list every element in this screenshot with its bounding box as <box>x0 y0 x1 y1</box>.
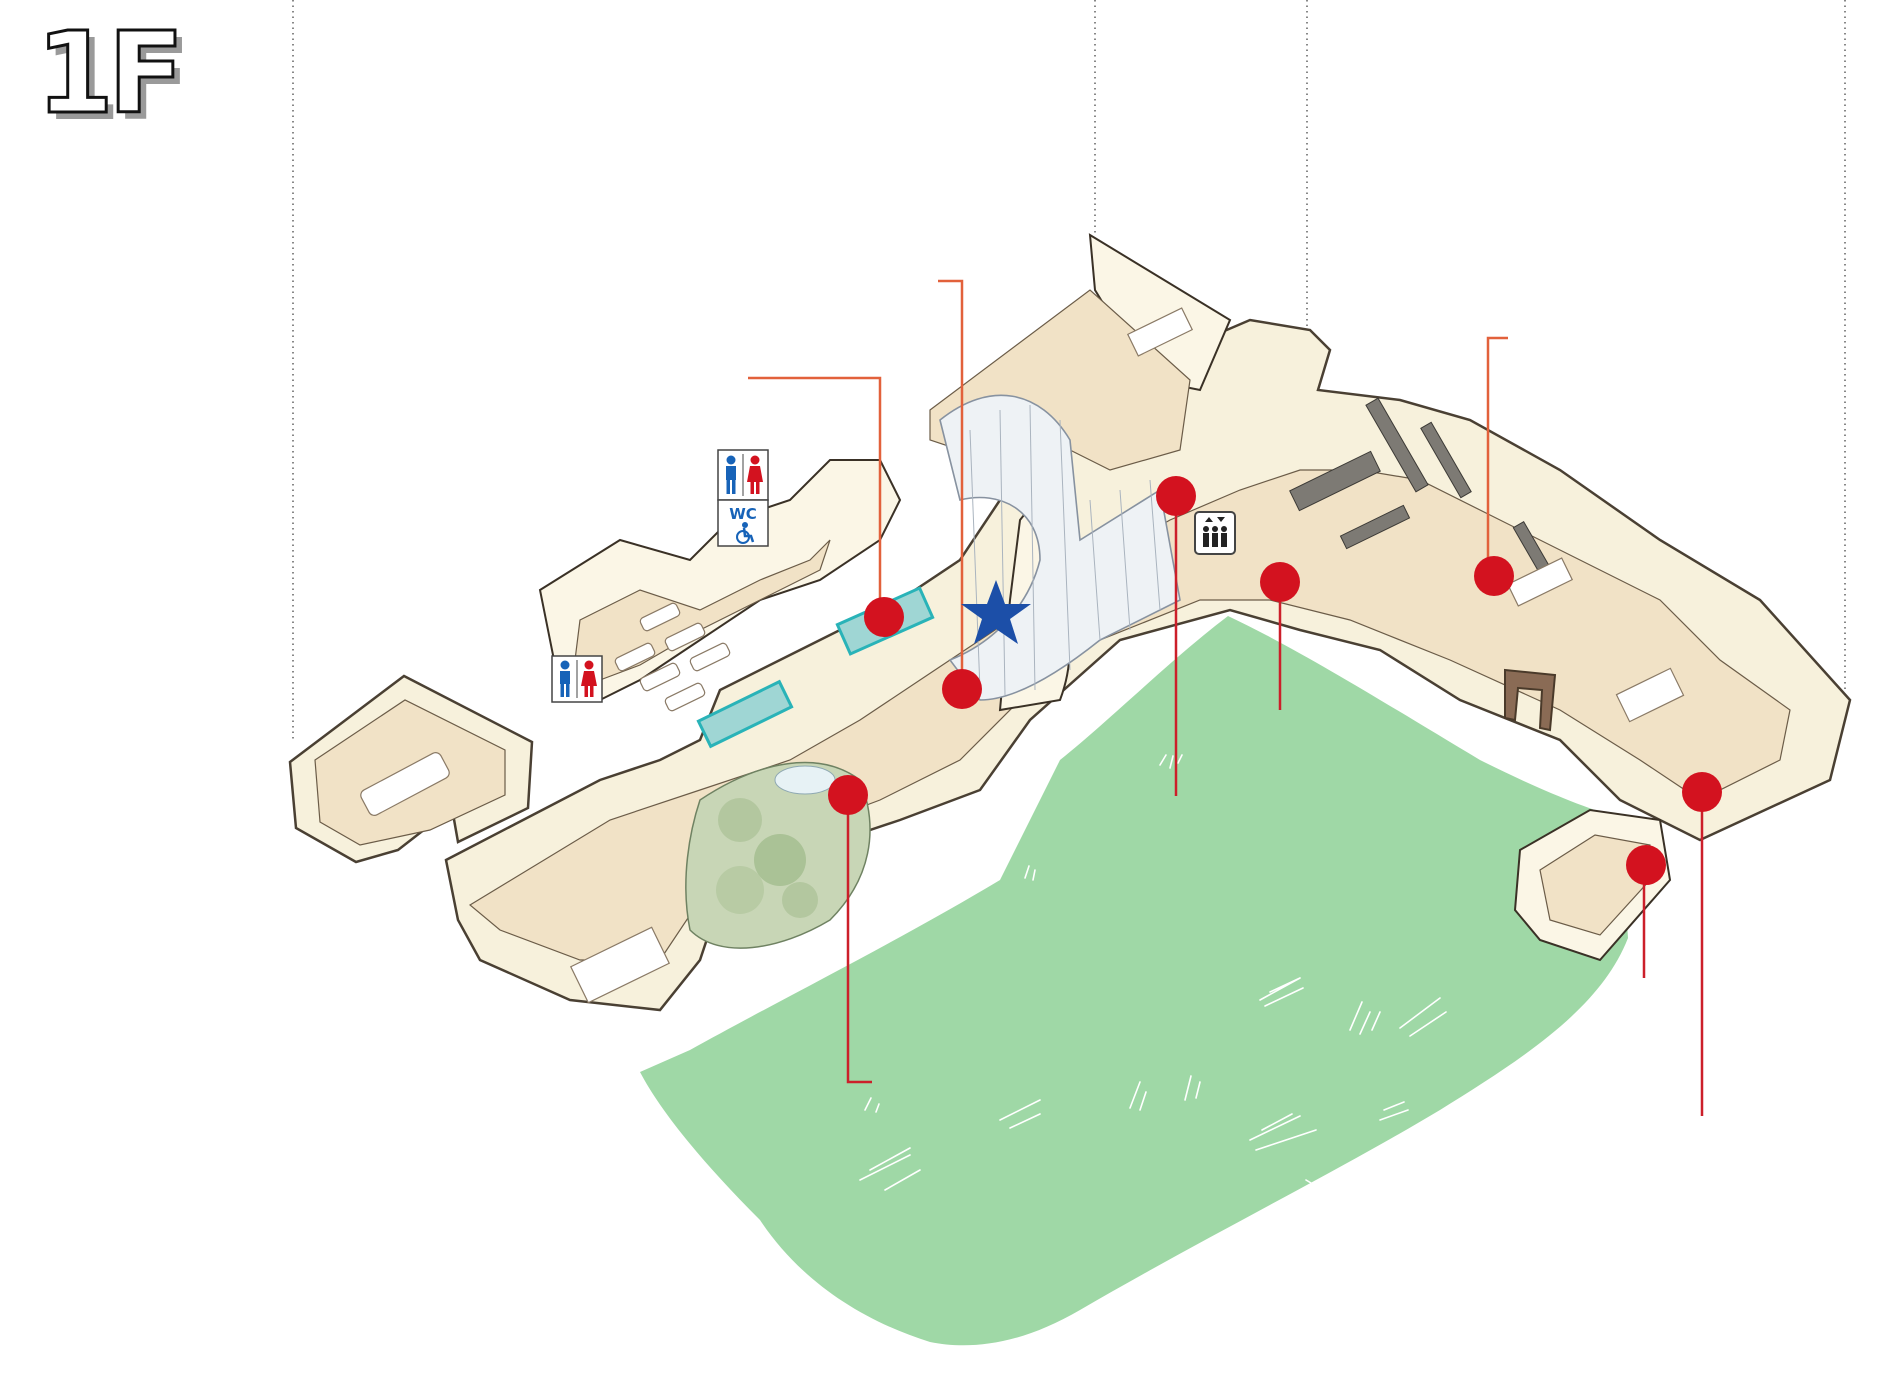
location-marker[interactable] <box>828 775 868 815</box>
garden <box>685 761 871 949</box>
glass-atrium <box>939 394 1181 701</box>
location-marker[interactable] <box>942 669 982 709</box>
location-marker[interactable] <box>1682 772 1722 812</box>
lawn <box>640 616 1628 1346</box>
accessible-wc-label: WC <box>729 505 757 523</box>
restroom-icon <box>717 449 769 501</box>
location-marker[interactable] <box>864 597 904 637</box>
location-marker[interactable] <box>1626 845 1666 885</box>
furniture <box>360 307 1685 1004</box>
accessible-wc-icon: WC <box>717 499 769 547</box>
location-markers <box>828 476 1722 885</box>
location-marker[interactable] <box>1260 562 1300 602</box>
guide-lines <box>292 0 1846 740</box>
location-marker[interactable] <box>1474 556 1514 596</box>
star-icon <box>961 580 1031 644</box>
location-marker[interactable] <box>1156 476 1196 516</box>
grass-tufts <box>859 754 1447 1217</box>
leader-lines <box>748 279 1704 1116</box>
restroom-icon <box>551 655 603 703</box>
exhibit-panel <box>696 679 794 749</box>
floor-label: 1F <box>34 9 185 139</box>
elevator-icon <box>1194 511 1236 555</box>
